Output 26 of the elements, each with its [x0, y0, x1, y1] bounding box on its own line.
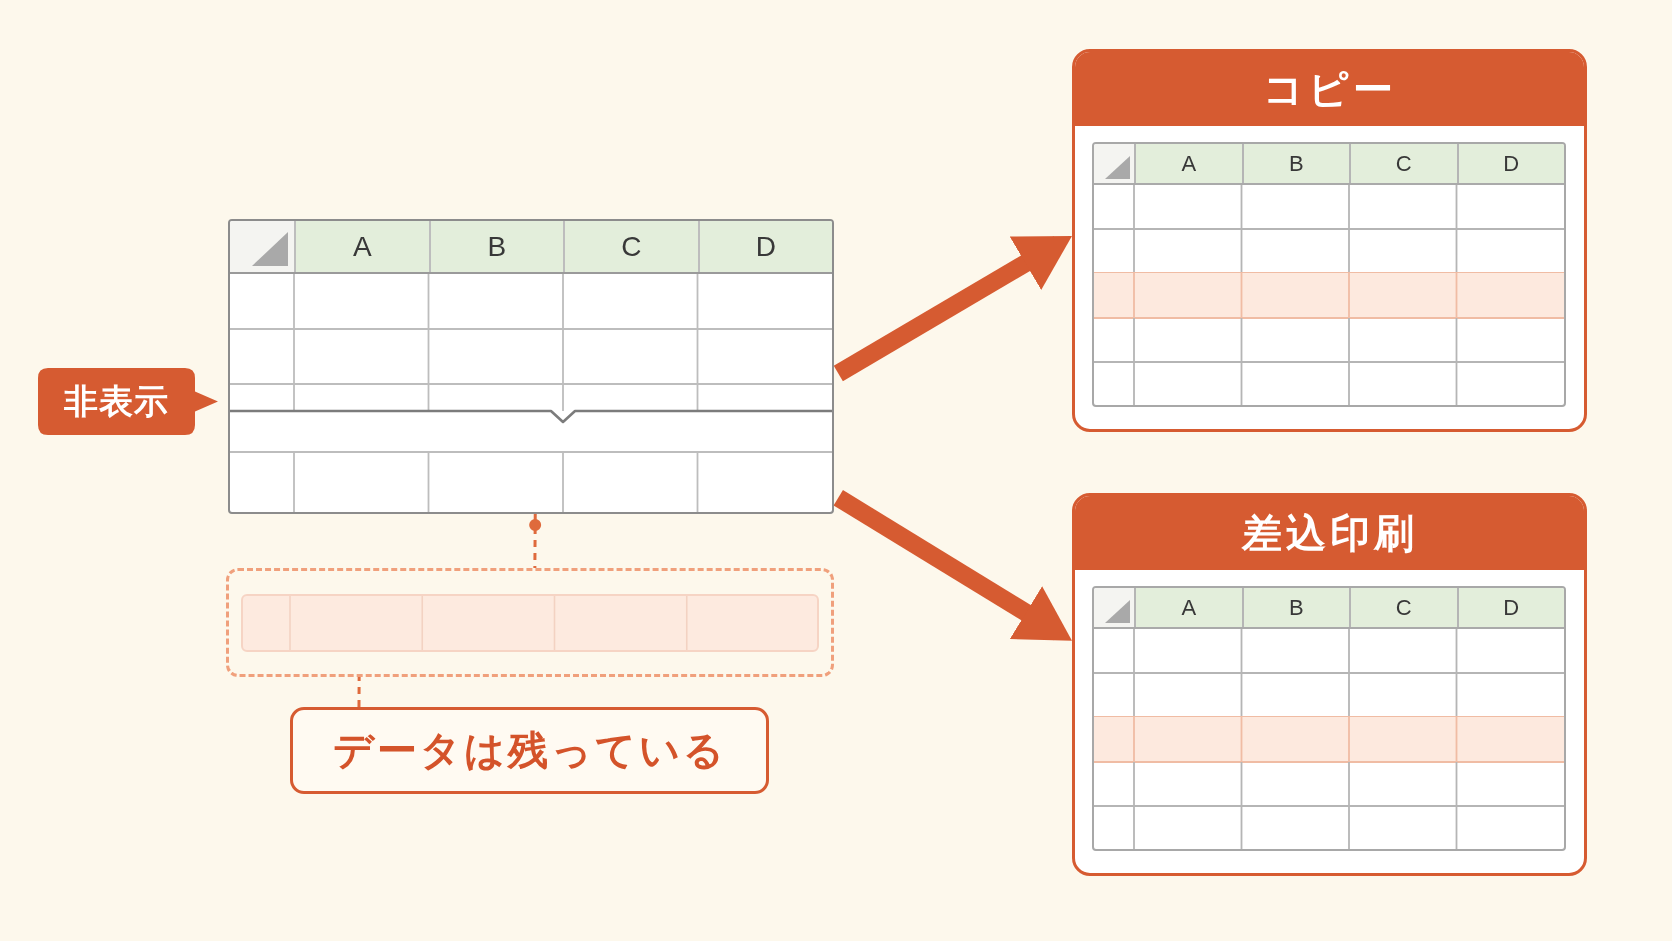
panel-header: 差込印刷: [1075, 496, 1584, 570]
dashed-outline-box: [226, 568, 834, 677]
column-header: B: [1241, 588, 1349, 627]
column-header: C: [1349, 588, 1457, 627]
column-header: C: [563, 221, 698, 272]
column-header: A: [1134, 588, 1242, 627]
column-header: C: [1349, 144, 1457, 183]
spreadsheet-table: [228, 219, 834, 514]
block-arrow: [833, 235, 1072, 382]
dashed-connector: [529, 514, 542, 568]
result-panel: [1072, 49, 1587, 432]
dashed-connector: [357, 677, 361, 707]
column-header: D: [1456, 144, 1564, 183]
column-header: A: [294, 221, 429, 272]
result-panel: [1072, 493, 1587, 876]
spreadsheet-table: [1092, 142, 1566, 407]
column-header: B: [1241, 144, 1349, 183]
column-header: D: [697, 221, 832, 272]
column-header: A: [1134, 144, 1242, 183]
column-header: D: [1456, 588, 1564, 627]
panel-header: コピー: [1075, 52, 1584, 126]
note-box: データは残っている: [290, 707, 769, 794]
callout-tag: 非表示: [38, 368, 218, 435]
block-arrow: [833, 490, 1072, 641]
spreadsheet-table: [1092, 586, 1566, 851]
column-header: B: [428, 221, 563, 272]
